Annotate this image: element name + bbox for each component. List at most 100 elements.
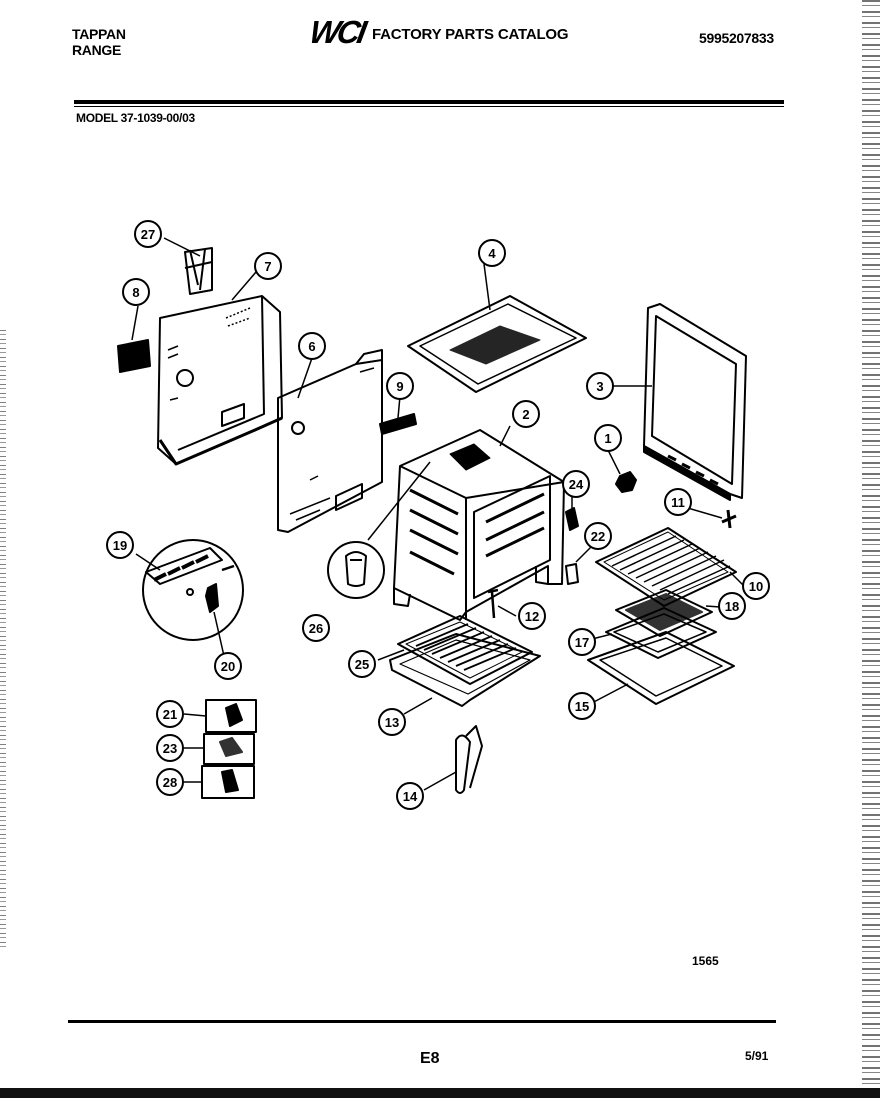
part-3-door-frame	[643, 303, 747, 501]
brand-line2: RANGE	[72, 42, 122, 58]
callout-circle	[378, 708, 406, 736]
callout-6: 6	[298, 332, 326, 360]
callout-circle	[718, 592, 746, 620]
callout-number: 8	[132, 285, 139, 300]
callout-number: 20	[221, 659, 235, 674]
callout-24: 24	[562, 470, 590, 498]
callout-circle	[478, 239, 506, 267]
callout-number: 4	[488, 246, 496, 261]
callout-circle	[134, 220, 162, 248]
part-24-hinge	[565, 507, 579, 531]
part-7-side-panel	[157, 295, 283, 466]
callout-circle	[156, 768, 184, 796]
callout-number: 24	[569, 477, 584, 492]
callout-21: 21	[156, 700, 184, 728]
callout-number: 21	[163, 707, 177, 722]
callout-number: 13	[385, 715, 399, 730]
callout-circle	[664, 488, 692, 516]
header-rule-thick	[74, 100, 784, 104]
footer-rule	[68, 1020, 776, 1023]
catalog-number: 5995207833	[699, 30, 774, 46]
callout-4: 4	[478, 239, 506, 267]
model-number: MODEL 37-1039-00/03	[76, 111, 195, 125]
part-11-screw	[721, 509, 737, 529]
callout-22: 22	[584, 522, 612, 550]
part-12-pin	[487, 588, 499, 619]
page-code: E8	[420, 1050, 440, 1067]
callout-circle	[302, 614, 330, 642]
part-14-burner-tube	[455, 725, 483, 794]
callout-number: 2	[522, 407, 529, 422]
callout-17: 17	[568, 628, 596, 656]
callout-number: 19	[113, 538, 127, 553]
callout-number: 10	[749, 579, 763, 594]
callout-number: 18	[725, 599, 739, 614]
callout-number: 25	[355, 657, 369, 672]
part-6-back-panel	[277, 349, 383, 533]
callout-number: 27	[141, 227, 155, 242]
callout-number: 14	[403, 789, 418, 804]
scan-edge-bottom	[0, 1088, 880, 1098]
catalog-title: FACTORY PARTS CATALOG	[372, 26, 569, 43]
callout-circle	[568, 628, 596, 656]
callout-circle	[122, 278, 150, 306]
revision-date: 5/91	[745, 1049, 769, 1063]
callout-8: 8	[122, 278, 150, 306]
callout-number: 17	[575, 635, 589, 650]
drawing-number: 1565	[692, 954, 719, 968]
callout-20: 20	[214, 652, 242, 680]
callout-number: 28	[163, 775, 177, 790]
part-19-20-detail	[142, 539, 244, 641]
callout-circle	[214, 652, 242, 680]
part-15-bottom-tray	[587, 631, 735, 705]
callout-number: 11	[671, 495, 685, 510]
part-2-oven-cavity	[393, 429, 565, 621]
callout-circle	[512, 400, 540, 428]
callout-circle	[742, 572, 770, 600]
callout-number: 7	[264, 259, 271, 274]
callout-11: 11	[664, 488, 692, 516]
parts-21-23-28-boxes	[201, 699, 257, 799]
callout-18: 18	[718, 592, 746, 620]
callout-layer: 1234678910111213141517181920212223242526…	[106, 220, 770, 810]
leader-lines	[131, 237, 745, 791]
part-26-element-detail	[327, 461, 431, 599]
callout-7: 7	[254, 252, 282, 280]
callout-27: 27	[134, 220, 162, 248]
callout-26: 26	[302, 614, 330, 642]
callout-number: 23	[163, 741, 177, 756]
callout-14: 14	[396, 782, 424, 810]
callout-number: 3	[596, 379, 603, 394]
scan-edge-right	[862, 0, 880, 1098]
callout-number: 22	[591, 529, 605, 544]
callout-circle	[106, 531, 134, 559]
header-rule-thin	[74, 106, 784, 107]
callout-circle	[586, 372, 614, 400]
callout-28: 28	[156, 768, 184, 796]
part-1-knob	[615, 471, 637, 493]
callout-circle	[396, 782, 424, 810]
callout-1: 1	[594, 424, 622, 452]
callout-circle	[298, 332, 326, 360]
callout-circle	[562, 470, 590, 498]
callout-number: 9	[396, 379, 403, 394]
callout-circle	[156, 700, 184, 728]
part-22-clip	[565, 563, 579, 585]
callout-circle	[594, 424, 622, 452]
callout-25: 25	[348, 650, 376, 678]
callout-number: 26	[309, 621, 323, 636]
callout-2: 2	[512, 400, 540, 428]
part-8-plate	[117, 339, 151, 373]
scan-edge-left	[0, 330, 6, 950]
part-9-strip	[379, 413, 417, 435]
callout-number: 12	[525, 609, 539, 624]
callout-15: 15	[568, 692, 596, 720]
callout-19: 19	[106, 531, 134, 559]
callout-10: 10	[742, 572, 770, 600]
callout-number: 15	[575, 699, 589, 714]
part-10-oven-rack	[595, 527, 737, 607]
callout-circle	[584, 522, 612, 550]
callout-circle	[518, 602, 546, 630]
callout-circle	[156, 734, 184, 762]
